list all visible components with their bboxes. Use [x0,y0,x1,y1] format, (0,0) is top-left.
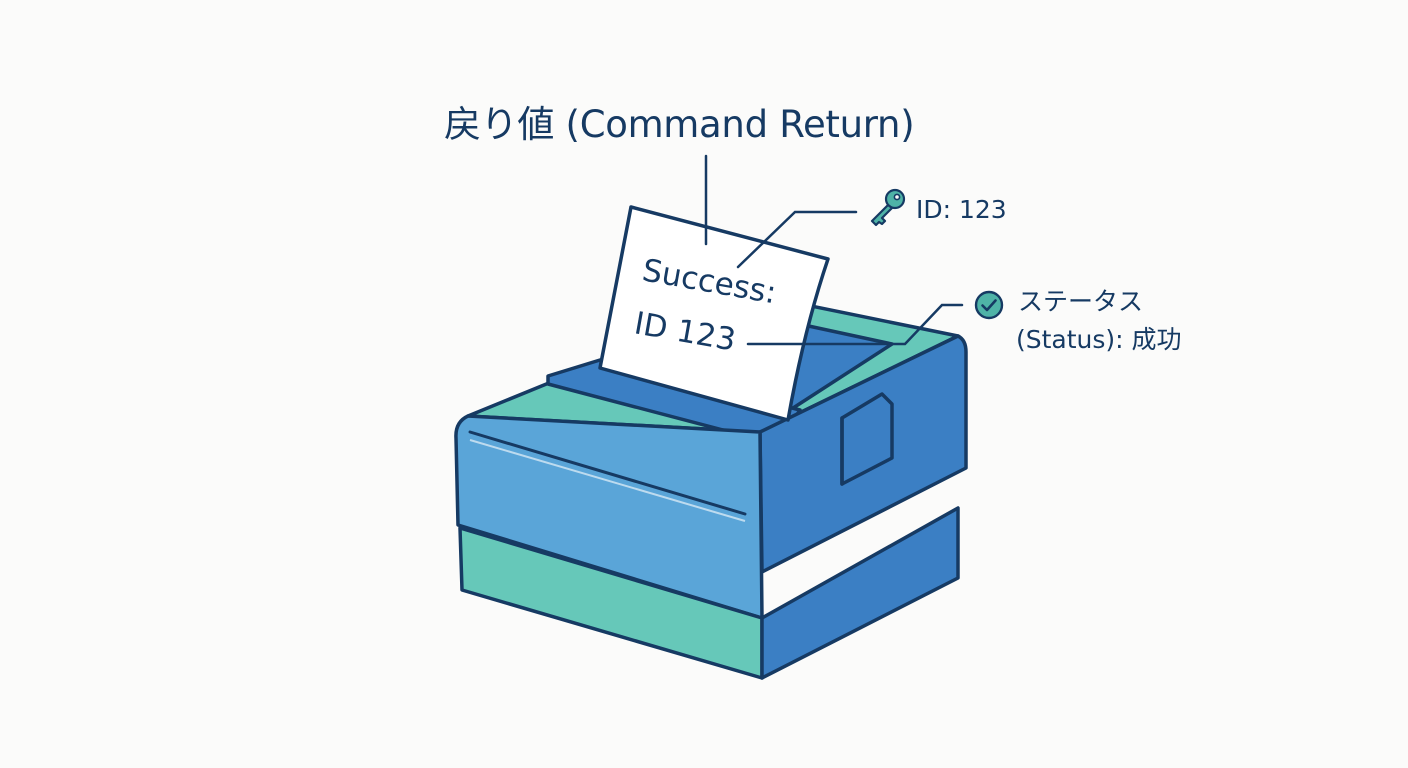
id-leader-line [736,210,858,269]
diagram-title: 戻り値 (Command Return) [444,103,915,146]
key-icon [870,188,906,227]
front-groove [468,430,747,516]
check-circle-icon [974,290,1004,320]
id-callout-text: ID: 123 [916,195,1007,224]
status-callout-line-1: ステータス [1018,287,1144,316]
status-leader-line [746,303,964,346]
receipt-paper [598,205,830,422]
base-right-face [760,506,960,680]
status-callout-line-2: (Status): 成功 [1016,325,1182,354]
